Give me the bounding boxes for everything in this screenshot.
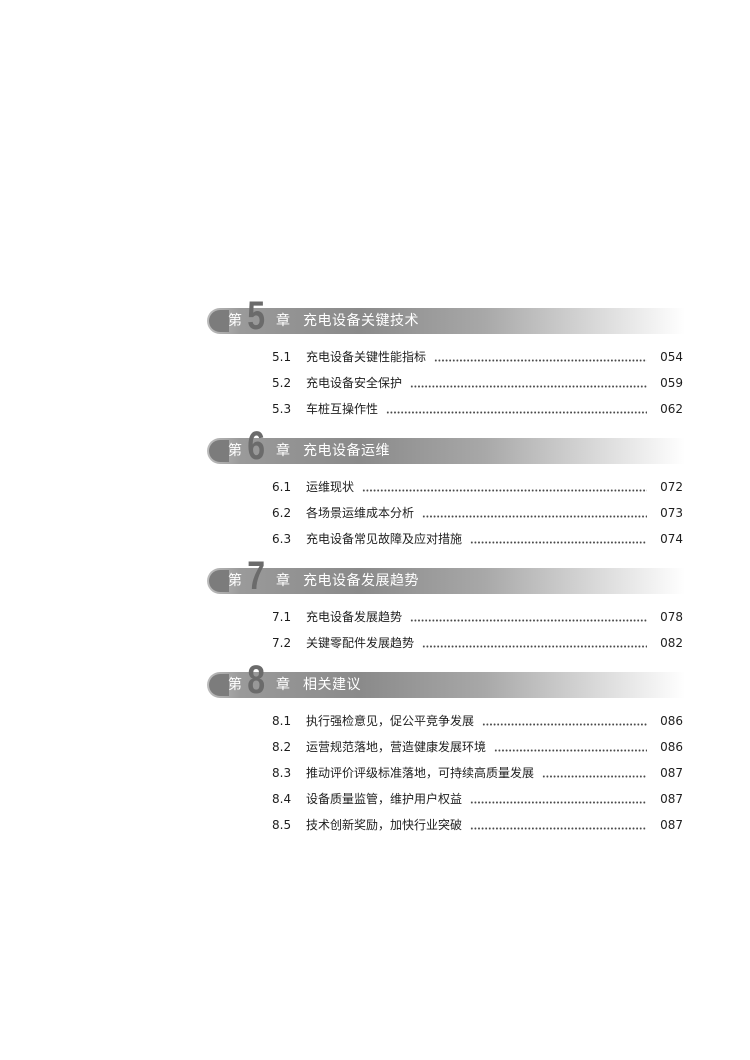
section-title: 执行强检意见，促公平竞争发展 [306,714,475,728]
section-number: 7.2 [272,636,292,650]
chapter-header: 第 6 章 充电设备运维 [207,425,687,467]
chapter-suffix: 章 [276,677,290,693]
toc-entry[interactable]: 6.2 各场景运维成本分析 073 [207,503,687,529]
toc-entry[interactable]: 8.4 设备质量监管，维护用户权益 087 [207,789,687,815]
chapter-suffix: 章 [276,313,290,329]
chapter-suffix: 章 [276,443,290,459]
toc-chapter-5: 第 5 章 充电设备关键技术 5.1 充电设备关键性能指标 054 5.2 充电… [207,295,687,425]
dot-leader [386,399,647,419]
page-number: 059 [660,376,683,390]
section-list: 8.1 执行强检意见，促公平竞争发展 086 8.2 运营规范落地，营造健康发展… [207,711,687,841]
chapter-header: 第 5 章 充电设备关键技术 [207,295,687,337]
chapter-number: 8 [247,658,265,702]
toc-chapter-8: 第 8 章 相关建议 8.1 执行强检意见，促公平竞争发展 086 8.2 运营… [207,659,687,841]
section-list: 6.1 运维现状 072 6.2 各场景运维成本分析 073 6.3 充电设备常… [207,477,687,555]
chapter-number: 7 [247,554,265,598]
section-title: 关键零配件发展趋势 [306,636,415,650]
page-number: 087 [660,766,683,780]
page-number: 086 [660,714,683,728]
chapter-title: 充电设备发展趋势 [303,573,419,589]
section-title: 设备质量监管，维护用户权益 [306,792,463,806]
chapter-banner [207,438,685,464]
page-number: 073 [660,506,683,520]
chapter-banner [207,568,685,594]
toc-entry[interactable]: 5.1 充电设备关键性能指标 054 [207,347,687,373]
page-number: 062 [660,402,683,416]
toc-entry[interactable]: 8.3 推动评价评级标准落地，可持续高质量发展 087 [207,763,687,789]
section-title: 充电设备安全保护 [306,376,403,390]
section-title: 运维现状 [306,480,355,494]
page-number: 087 [660,818,683,832]
page-number: 087 [660,792,683,806]
toc-entry[interactable]: 5.3 车桩互操作性 062 [207,399,687,425]
toc-entry[interactable]: 7.1 充电设备发展趋势 078 [207,607,687,633]
section-title: 运营规范落地，营造健康发展环境 [306,740,487,754]
page-number: 082 [660,636,683,650]
section-title: 充电设备发展趋势 [306,610,403,624]
chapter-title: 充电设备运维 [303,443,390,459]
dot-leader [470,529,647,549]
section-title: 技术创新奖励，加快行业突破 [306,818,463,832]
page-number: 074 [660,532,683,546]
section-title: 充电设备关键性能指标 [306,350,427,364]
page-number: 072 [660,480,683,494]
chapter-header: 第 8 章 相关建议 [207,659,687,701]
toc-entry[interactable]: 5.2 充电设备安全保护 059 [207,373,687,399]
dot-leader [362,477,647,497]
dot-leader [470,789,647,809]
chapter-prefix: 第 [228,443,242,459]
section-number: 8.1 [272,714,292,728]
page-number: 054 [660,350,683,364]
dot-leader [410,373,647,393]
toc-entry[interactable]: 8.1 执行强检意见，促公平竞争发展 086 [207,711,687,737]
chapter-prefix: 第 [228,573,242,589]
chapter-title: 相关建议 [303,677,361,693]
chapter-title: 充电设备关键技术 [303,313,419,329]
toc-chapter-7: 第 7 章 充电设备发展趋势 7.1 充电设备发展趋势 078 7.2 关键零配… [207,555,687,659]
section-title: 车桩互操作性 [306,402,379,416]
chapter-number: 5 [247,294,265,338]
chapter-prefix: 第 [228,677,242,693]
page-number: 078 [660,610,683,624]
section-number: 8.5 [272,818,292,832]
section-number: 8.3 [272,766,292,780]
section-title: 各场景运维成本分析 [306,506,415,520]
toc-chapter-6: 第 6 章 充电设备运维 6.1 运维现状 072 6.2 各场景运维成本分析 … [207,425,687,555]
section-number: 5.1 [272,350,292,364]
section-number: 8.2 [272,740,292,754]
section-number: 5.3 [272,402,292,416]
page-number: 086 [660,740,683,754]
section-number: 7.1 [272,610,292,624]
chapter-prefix: 第 [228,313,242,329]
dot-leader [410,607,647,627]
toc-entry[interactable]: 6.3 充电设备常见故障及应对措施 074 [207,529,687,555]
section-number: 6.2 [272,506,292,520]
dot-leader [542,763,647,783]
section-list: 5.1 充电设备关键性能指标 054 5.2 充电设备安全保护 059 5.3 … [207,347,687,425]
section-number: 8.4 [272,792,292,806]
dot-leader [434,347,647,367]
chapter-number: 6 [247,424,265,468]
toc-entry[interactable]: 8.2 运营规范落地，营造健康发展环境 086 [207,737,687,763]
dot-leader [422,503,647,523]
section-title: 充电设备常见故障及应对措施 [306,532,463,546]
toc-entry[interactable]: 8.5 技术创新奖励，加快行业突破 087 [207,815,687,841]
dot-leader [482,711,647,731]
chapter-banner [207,672,685,698]
dot-leader [470,815,647,835]
section-list: 7.1 充电设备发展趋势 078 7.2 关键零配件发展趋势 082 [207,607,687,659]
toc-entry[interactable]: 6.1 运维现状 072 [207,477,687,503]
section-title: 推动评价评级标准落地，可持续高质量发展 [306,766,535,780]
section-number: 6.3 [272,532,292,546]
section-number: 6.1 [272,480,292,494]
chapter-header: 第 7 章 充电设备发展趋势 [207,555,687,597]
toc-entry[interactable]: 7.2 关键零配件发展趋势 082 [207,633,687,659]
dot-leader [422,633,647,653]
section-number: 5.2 [272,376,292,390]
chapter-banner [207,308,685,334]
dot-leader [494,737,647,757]
chapter-suffix: 章 [276,573,290,589]
